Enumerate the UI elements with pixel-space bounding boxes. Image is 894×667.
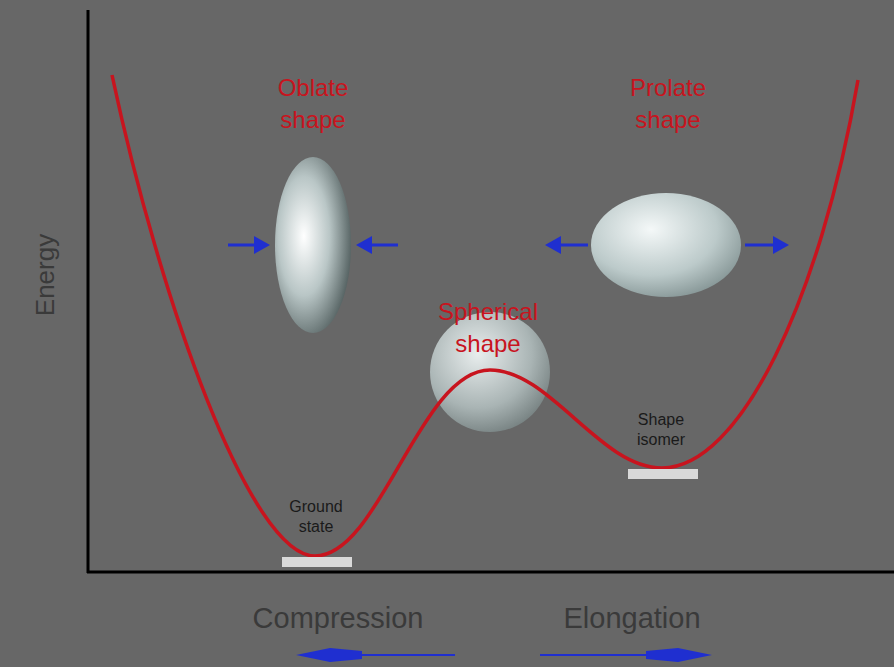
label-text: Oblate shape — [278, 74, 349, 133]
prolate-nucleus — [591, 193, 741, 297]
compression-direction-arrow — [296, 648, 455, 662]
direction-label: Compression — [228, 600, 448, 636]
oblate-nucleus — [275, 157, 351, 333]
level-label: Shape isomer — [625, 410, 697, 450]
shape-label: Prolate shape — [608, 72, 728, 136]
isomer-level-bar — [628, 469, 698, 479]
label-text: Shape isomer — [637, 411, 685, 448]
label-text: Elongation — [563, 602, 700, 634]
shape-label: Oblate shape — [253, 72, 373, 136]
elongation-arrows — [545, 236, 789, 254]
label-text: Ground state — [289, 498, 342, 535]
level-label: Ground state — [280, 497, 352, 537]
direction-label: Elongation — [522, 600, 742, 636]
shape-label: Spherical shape — [426, 296, 550, 360]
label-text: Compression — [253, 602, 424, 634]
energy-curve — [112, 75, 858, 556]
elongation-direction-arrow — [540, 648, 712, 662]
label-text: Prolate shape — [630, 74, 706, 133]
axis-label: Energy — [29, 210, 61, 340]
energy-axis — [87, 10, 90, 573]
compression-arrows — [228, 236, 398, 254]
label-text: Spherical shape — [438, 298, 538, 357]
deformation-axis — [87, 571, 894, 574]
ground-level-bar — [282, 557, 352, 567]
label-text: Energy — [30, 234, 60, 316]
